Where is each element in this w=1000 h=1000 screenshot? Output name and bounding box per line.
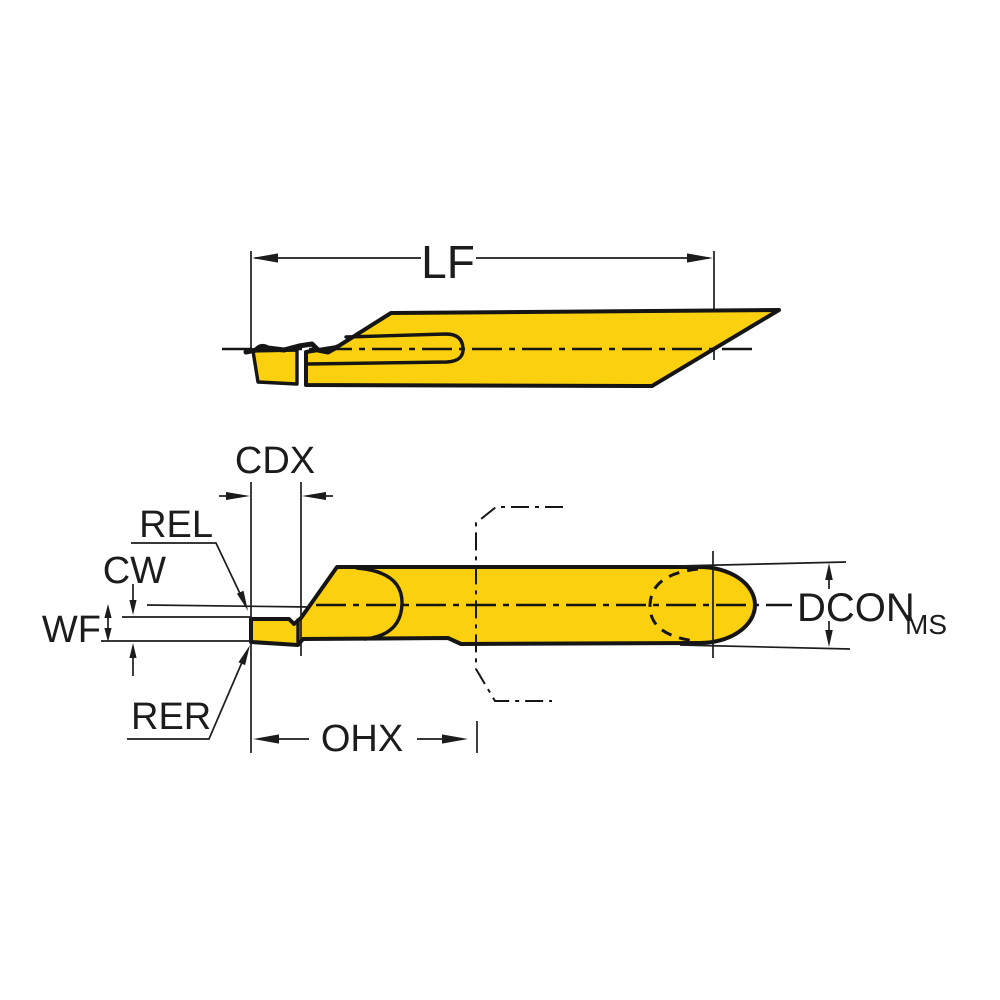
cdx-arrow-right <box>302 492 326 500</box>
centerheight-reference-line <box>146 604 310 608</box>
cutting-head-top-view <box>251 348 299 386</box>
label-cdx: CDX <box>235 440 315 482</box>
label-ohx: OHX <box>321 718 403 760</box>
rel-leader-line <box>131 542 245 603</box>
label-wf: WF <box>42 609 101 651</box>
label-rer: RER <box>131 696 211 738</box>
rer-leader-line <box>127 652 247 740</box>
wf-arrow-down <box>104 628 112 642</box>
dcon-arrow-down <box>825 630 833 647</box>
neck-transition-arc <box>355 566 404 641</box>
dcon-arrow-up <box>825 563 833 580</box>
shank-end-hidden-arc <box>648 567 699 643</box>
rel-arrow <box>236 590 248 611</box>
rer-arrow <box>238 645 250 666</box>
label-cw: CW <box>103 550 166 592</box>
cw-arrow-up <box>129 643 137 658</box>
label-dcon-subscript: MS <box>905 609 947 640</box>
lf-arrow-left <box>252 253 278 263</box>
cw-arrow-down <box>129 600 137 615</box>
dcon-extension-line-bottom <box>679 644 851 650</box>
label-dcon: DCON <box>797 586 915 630</box>
label-rel: REL <box>139 504 213 546</box>
lf-arrow-right <box>687 253 713 263</box>
top-view: LF <box>222 236 781 388</box>
ohx-arrow-right <box>442 734 468 744</box>
cdx-arrow-left <box>226 492 250 500</box>
dcon-extension-line-top <box>677 561 847 567</box>
break-line <box>475 506 563 702</box>
wf-arrow-up <box>104 604 112 618</box>
ohx-arrow-left <box>253 734 279 744</box>
cutting-edge-profile <box>243 341 340 355</box>
side-view: CDX REL CW WF RER OHX <box>42 440 947 760</box>
label-lf: LF <box>421 236 475 288</box>
